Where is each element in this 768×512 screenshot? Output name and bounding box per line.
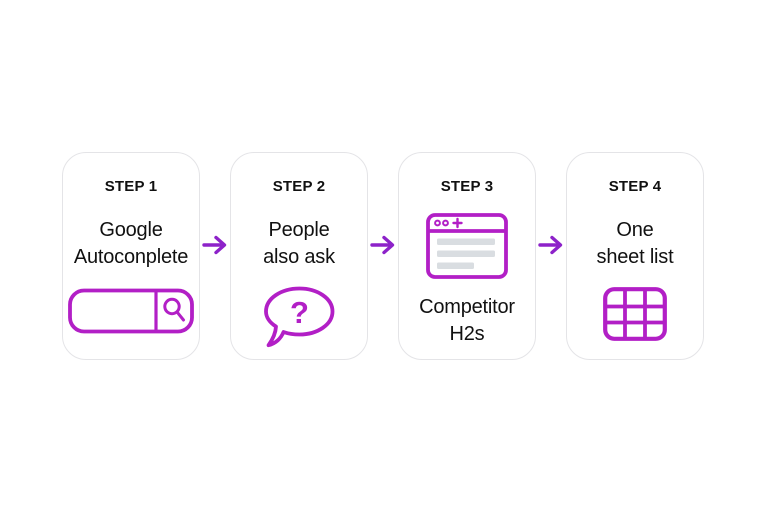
step-title-line: also ask xyxy=(263,246,335,268)
grid-table-icon xyxy=(603,287,667,341)
step-title-line: Competitor xyxy=(419,296,515,318)
step-title: Google Autoconplete xyxy=(73,217,189,271)
workflow-diagram: STEP 1 Google Autoconplete STEP 2 People… xyxy=(62,152,704,360)
step-label: STEP 3 xyxy=(440,178,494,195)
step-label: STEP 4 xyxy=(608,178,662,195)
step-label: STEP 2 xyxy=(272,178,326,195)
step-title-line: People xyxy=(268,219,330,241)
arrow-right-icon xyxy=(200,152,230,338)
speech-bubble-question-icon: ? xyxy=(261,285,337,349)
step-card-1: STEP 1 Google Autoconplete xyxy=(62,152,200,360)
step-title: People also ask xyxy=(263,217,335,271)
question-mark-glyph: ? xyxy=(290,295,309,330)
step-title-line: Autoconplete xyxy=(73,246,189,268)
step-card-3: STEP 3 Competitor H2s xyxy=(398,152,536,360)
step-title-line: One xyxy=(616,219,654,241)
step-title: Competitor H2s xyxy=(419,294,515,348)
browser-window-icon xyxy=(426,213,508,279)
arrow-right-icon xyxy=(536,152,566,338)
step-label: STEP 1 xyxy=(104,178,158,195)
step-title-line: Google xyxy=(99,219,163,241)
step-card-2: STEP 2 People also ask ? xyxy=(230,152,368,360)
step-title-line: sheet list xyxy=(596,246,674,268)
step-card-4: STEP 4 One sheet list xyxy=(566,152,704,360)
search-bar-icon xyxy=(68,288,194,334)
step-title: One sheet list xyxy=(597,217,674,271)
arrow-right-icon xyxy=(368,152,398,338)
step-title-line: H2s xyxy=(449,323,485,345)
